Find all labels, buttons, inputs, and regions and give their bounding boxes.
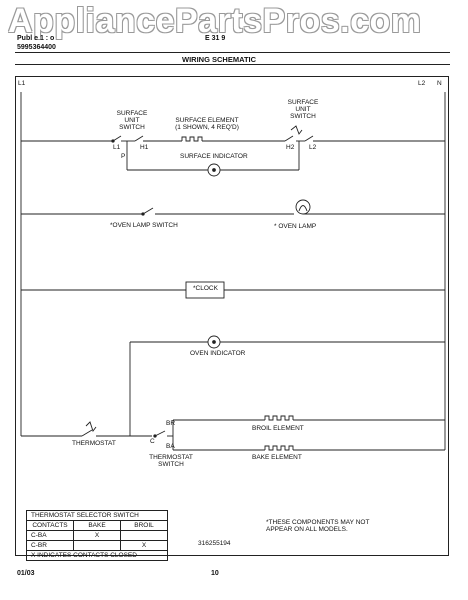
- table-row: C-BR X: [26, 540, 168, 551]
- table-header: BAKE: [73, 520, 121, 531]
- terminal-l2-label: L2: [309, 144, 317, 151]
- table-cell: [120, 530, 168, 541]
- surface-unit-switch-right-label: SURFACE UNIT SWITCH: [287, 99, 319, 120]
- table-note: X INDICATES CONTACTS CLOSED: [26, 550, 168, 561]
- oven-indicator-label: OVEN INDICATOR: [190, 350, 246, 357]
- schematic-frame: [15, 76, 449, 556]
- components-note: *THESE COMPONENTS MAY NOT APPEAR ON ALL …: [266, 519, 370, 533]
- contact-c-label: C: [150, 438, 155, 445]
- bake-broil-circuit: [21, 415, 446, 451]
- oven-indicator-circuit: [129, 335, 445, 436]
- publication-label: Publ e 1 : o: [17, 35, 55, 42]
- rail-n-label: N: [437, 80, 442, 87]
- table-title: THERMOSTAT SELECTOR SWITCH: [26, 510, 168, 521]
- table-cell: X: [120, 540, 168, 551]
- oven-lamp-circuit: [21, 199, 445, 216]
- terminal-l1-label: L1: [113, 144, 121, 151]
- contact-br-label: BR: [166, 420, 176, 427]
- oven-lamp-label: * OVEN LAMP: [274, 223, 317, 230]
- header-rule-bottom: [15, 64, 450, 65]
- thermostat-switch-label: THERMOSTAT SWITCH: [149, 454, 193, 468]
- bake-element-label: BAKE ELEMENT: [252, 454, 302, 461]
- thermostat-selector-table: THERMOSTAT SELECTOR SWITCH CONTACTS BAKE…: [26, 510, 168, 561]
- terminal-p-label: P: [121, 153, 126, 160]
- terminal-h1-label: H1: [140, 144, 149, 151]
- rail-l2-label: L2: [418, 80, 426, 87]
- table-header: CONTACTS: [26, 520, 74, 531]
- table-cell: C-BA: [26, 530, 74, 541]
- oven-lamp-switch-label: *OVEN LAMP SWITCH: [110, 222, 178, 229]
- table-row: C-BA X: [26, 530, 168, 541]
- surface-unit-switch-label: SURFACE UNIT SWITCH: [116, 110, 148, 131]
- contact-ba-label: BA: [166, 443, 175, 450]
- header-rule-top: [15, 52, 450, 53]
- table-cell: X: [73, 530, 121, 541]
- surface-circuit: [21, 125, 445, 177]
- thermostat-label: THERMOSTAT: [72, 440, 116, 447]
- surface-indicator-label: SURFACE INDICATOR: [180, 153, 248, 160]
- rail-l1-label: L1: [18, 80, 26, 87]
- table-cell: [73, 540, 121, 551]
- part-number: 316255194: [198, 540, 231, 547]
- model-code: E 31 9: [205, 35, 226, 42]
- footer-date: 01/03: [17, 570, 35, 577]
- terminal-h2-label: H2: [286, 144, 295, 151]
- watermark: AppliancePartsPros.com: [8, 2, 422, 40]
- clock-label: *CLOCK: [193, 285, 218, 292]
- surface-element-label: SURFACE ELEMENT (1 SHOWN, 4 REQ'D): [175, 117, 239, 131]
- table-cell: C-BR: [26, 540, 74, 551]
- table-header: BROIL: [120, 520, 168, 531]
- clock-circuit: [21, 281, 445, 299]
- publication-number: 5995364400: [17, 44, 56, 51]
- schematic-title: WIRING SCHEMATIC: [182, 55, 257, 64]
- footer-page-number: 10: [211, 570, 219, 577]
- broil-element-label: BROIL ELEMENT: [252, 425, 304, 432]
